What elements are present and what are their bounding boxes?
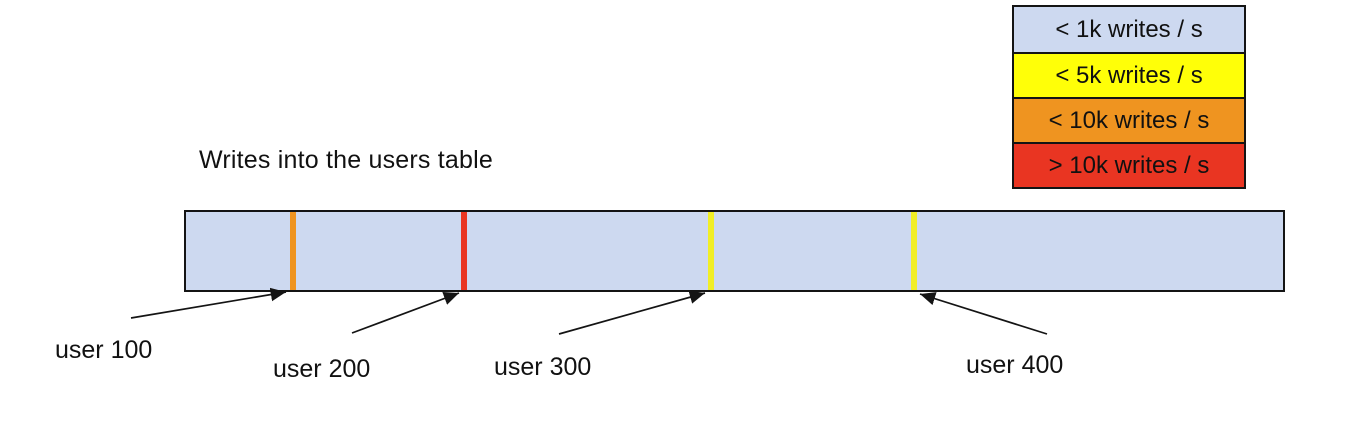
legend-item-label: < 5k writes / s [1055,61,1203,89]
legend-item-lt-5k: < 5k writes / s [1014,52,1244,97]
user-label-300: user 300 [494,353,592,381]
arrow-user-200 [351,291,460,334]
user-label-100: user 100 [55,336,153,364]
legend-item-lt-1k: < 1k writes / s [1014,7,1244,52]
user-label-400: user 400 [966,351,1064,379]
legend-item-label: < 1k writes / s [1055,15,1203,43]
users-table-bar [184,210,1285,292]
arrow-user-100 [130,287,287,319]
write-rate-legend: < 1k writes / s < 5k writes / s < 10k wr… [1012,5,1246,189]
write-rate-marker-user-400 [911,212,917,290]
arrow-user-400 [919,292,1048,335]
legend-item-label: < 10k writes / s [1048,106,1210,134]
user-label-200: user 200 [273,355,371,383]
legend-item-gt-10k: > 10k writes / s [1014,142,1244,187]
diagram-title: Writes into the users table [199,146,493,174]
legend-item-label: > 10k writes / s [1048,151,1210,179]
write-rate-marker-user-200 [461,212,467,290]
legend-item-lt-10k: < 10k writes / s [1014,97,1244,142]
write-rate-marker-user-100 [290,212,296,290]
write-rate-marker-user-300 [708,212,714,290]
arrow-user-300 [558,290,706,335]
